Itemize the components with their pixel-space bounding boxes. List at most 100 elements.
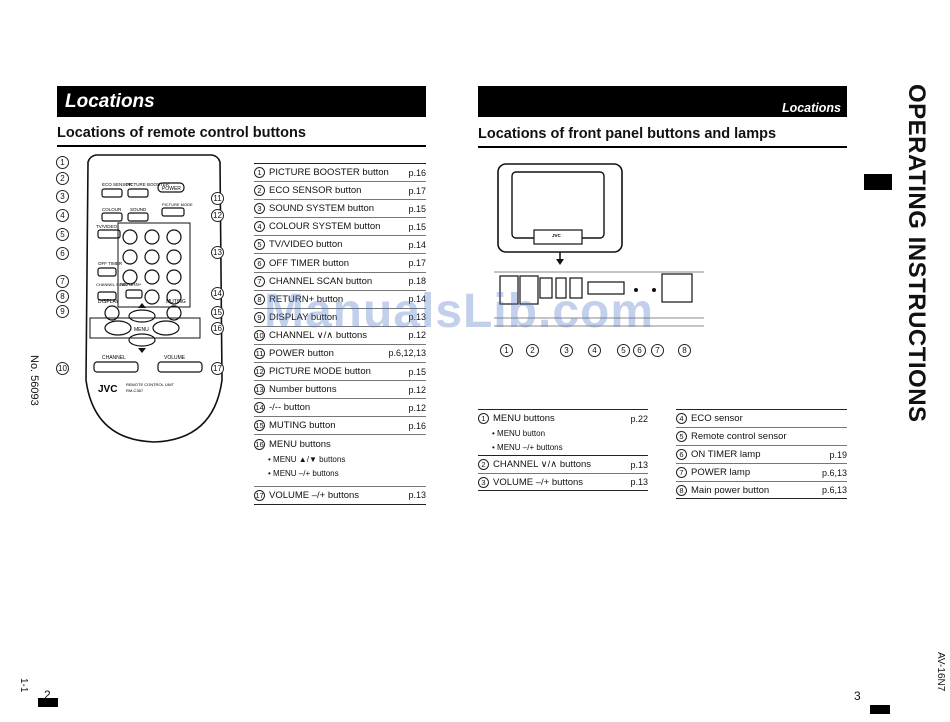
right-section-rule bbox=[478, 146, 847, 148]
item-page: p.13 bbox=[408, 312, 426, 323]
callout-number: 3 bbox=[56, 190, 69, 203]
remote-booster-label: PICTURE BOOSTER bbox=[126, 182, 170, 187]
item-number: 2 bbox=[478, 459, 489, 471]
callout-number: 4 bbox=[56, 209, 69, 222]
item-label: CHANNEL ∨/∧ buttons bbox=[269, 329, 368, 341]
item-sub: • MENU –/+ buttons bbox=[492, 443, 563, 452]
item-sub: • MENU –/+ buttons bbox=[268, 469, 339, 479]
callout-number: 14 bbox=[211, 287, 224, 300]
list-item: 5 Remote control sensor bbox=[676, 427, 847, 445]
item-label: Number buttons bbox=[269, 384, 337, 396]
item-page: p.13 bbox=[408, 490, 426, 501]
remote-channel-label: CHANNEL bbox=[102, 355, 126, 361]
callout-number: 1 bbox=[500, 344, 513, 357]
callout-number: 5 bbox=[617, 344, 630, 357]
list-item-volume: 17 VOLUME –/+ buttons p.13 bbox=[254, 486, 426, 505]
item-number: 3 bbox=[254, 203, 265, 215]
item-label: PICTURE BOOSTER button bbox=[269, 167, 389, 179]
remote-control-illustration: ECO SENSOR PICTURE BOOSTER POWER COLOUR … bbox=[85, 154, 223, 443]
item-label: MENU buttons bbox=[493, 413, 555, 424]
item-number: 7 bbox=[254, 275, 265, 287]
callout-number: 12 bbox=[211, 209, 224, 222]
item-number: 16 bbox=[254, 438, 265, 450]
item-label: CHANNEL ∨/∧ buttons bbox=[493, 459, 592, 471]
watermark: ManualsLib.com bbox=[264, 285, 655, 338]
item-label: -/-- button bbox=[269, 402, 311, 414]
item-page: p.19 bbox=[829, 449, 847, 460]
item-label: CHANNEL SCAN button bbox=[269, 275, 373, 287]
item-page: p.17 bbox=[408, 185, 426, 196]
item-number: 5 bbox=[254, 239, 265, 251]
item-number: 7 bbox=[676, 467, 687, 479]
remote-display-label: DISPLAY bbox=[98, 299, 119, 305]
item-number: 6 bbox=[254, 257, 265, 269]
item-page: p.15 bbox=[408, 203, 426, 214]
item-sub: • MENU button bbox=[492, 429, 546, 438]
item-label: POWER lamp bbox=[691, 467, 751, 479]
left-page-block bbox=[38, 698, 58, 707]
callout-number: 2 bbox=[56, 172, 69, 185]
item-label: Remote control sensor bbox=[691, 431, 787, 443]
section-tab-block bbox=[864, 174, 892, 190]
callout-number: 1 bbox=[56, 156, 69, 169]
item-label: TV/VIDEO button bbox=[269, 239, 343, 251]
left-section-rule bbox=[57, 145, 426, 147]
item-label: Main power button bbox=[691, 484, 770, 496]
item-label: MUTING button bbox=[269, 420, 336, 432]
item-label: DISPLAY button bbox=[269, 311, 338, 323]
left-section-title: Locations of remote control buttons bbox=[57, 125, 306, 141]
item-label: POWER button bbox=[269, 347, 334, 359]
item-page: p.15 bbox=[408, 366, 426, 377]
callout-number: 8 bbox=[678, 344, 691, 357]
left-header-text: Locations bbox=[65, 91, 155, 112]
item-number: 1 bbox=[254, 167, 265, 179]
callout-number: 15 bbox=[211, 306, 224, 319]
item-number: 14 bbox=[254, 402, 265, 414]
item-number: 5 bbox=[676, 431, 687, 443]
list-item: 13 Number buttons p.12 bbox=[254, 380, 426, 398]
remote-unit-label: REMOTE CONTROL UNIT bbox=[126, 382, 175, 387]
remote-model-label: RM-C367 bbox=[126, 388, 144, 393]
item-sub: • MENU ▲/▼ buttons bbox=[268, 455, 346, 465]
model-number: AV-16N7 bbox=[935, 652, 946, 692]
item-page: p.14 bbox=[408, 239, 426, 250]
item-page: p.16 bbox=[408, 167, 426, 178]
item-number: 11 bbox=[254, 347, 265, 359]
item-label: ECO SENSOR button bbox=[269, 185, 362, 197]
remote-brand-logo: JVC bbox=[98, 384, 117, 395]
callout-number: 6 bbox=[56, 247, 69, 260]
callout-number: 9 bbox=[56, 305, 69, 318]
item-page: p.12 bbox=[408, 384, 426, 395]
remote-offtimer-label: OFF TIMER bbox=[98, 261, 123, 266]
side-title: OPERATING INSTRUCTIONS bbox=[903, 84, 930, 423]
item-page: p.13 bbox=[630, 459, 648, 470]
callout-number: 13 bbox=[211, 246, 224, 259]
list-item: 1 PICTURE BOOSTER button p.16 bbox=[254, 163, 426, 181]
left-page-number: 2 bbox=[44, 688, 51, 702]
list-item: 2 CHANNEL ∨/∧ buttons p.13 bbox=[478, 455, 648, 473]
item-number: 1 bbox=[478, 413, 489, 424]
remote-volume-label: VOLUME bbox=[164, 355, 186, 361]
callout-number: 2 bbox=[526, 344, 539, 357]
item-number: 4 bbox=[676, 413, 687, 425]
right-header-text: Locations bbox=[781, 101, 841, 115]
item-number: 10 bbox=[254, 329, 265, 341]
callout-number: 3 bbox=[560, 344, 573, 357]
right-header-bar: Locations bbox=[478, 86, 847, 117]
item-label: PICTURE MODE button bbox=[269, 366, 371, 378]
remote-menu-label: MENU bbox=[134, 327, 149, 333]
item-number: 13 bbox=[254, 384, 265, 396]
item-label: ON TIMER lamp bbox=[691, 449, 761, 461]
item-page: p.14 bbox=[408, 294, 426, 305]
item-page: p.17 bbox=[408, 258, 426, 269]
